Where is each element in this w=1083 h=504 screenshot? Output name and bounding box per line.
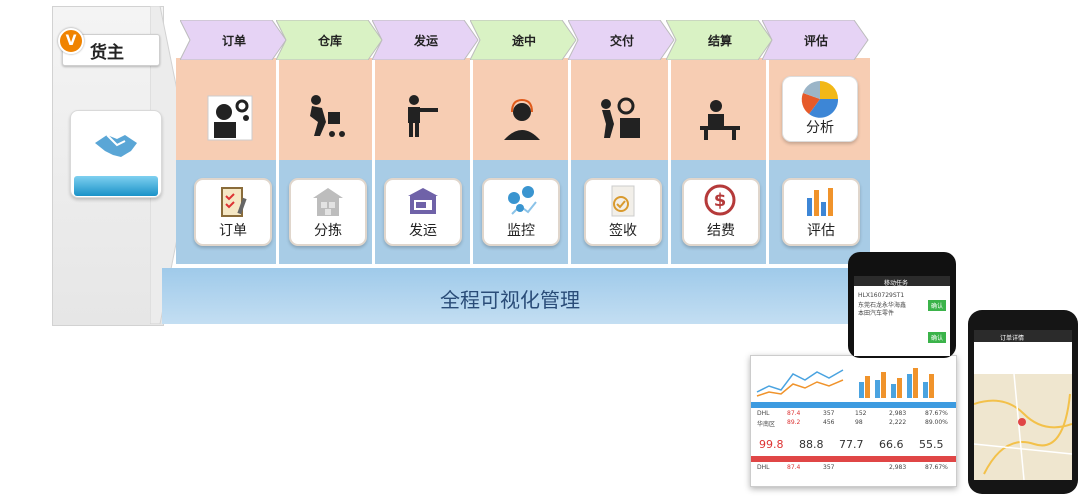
- stat-value: 66.6: [879, 438, 904, 451]
- table-cell: 89.2: [787, 419, 801, 426]
- stage-delivery[interactable]: 交付: [568, 20, 676, 60]
- phone-header: [974, 330, 1072, 342]
- table-cell: 87.4: [787, 410, 801, 417]
- task-id: HLX160729ST1: [858, 292, 905, 299]
- stage-label: 仓库: [317, 34, 342, 48]
- depot-truck-icon: [408, 188, 438, 214]
- stage-warehouse[interactable]: 仓库: [276, 20, 384, 60]
- table-cell: 357: [823, 410, 835, 417]
- stat-value: 77.7: [839, 438, 864, 451]
- table-cell: 152: [855, 410, 867, 417]
- stage-label: 发运: [413, 34, 438, 48]
- column-divider: [668, 58, 671, 264]
- visual-management-banner: [162, 268, 870, 324]
- module-signoff[interactable]: 签收: [584, 178, 662, 246]
- phone-title: 移动任务: [884, 280, 909, 287]
- column-divider: [766, 58, 769, 264]
- phone-title: 订单详情: [1000, 335, 1025, 342]
- confirm-button[interactable]: 确认: [928, 332, 947, 343]
- warehouse-icon: [313, 188, 343, 216]
- bar-chart-thumbnail: [859, 368, 934, 398]
- table-cell: 456: [823, 419, 835, 426]
- table-cell: 98: [855, 419, 863, 426]
- module-label: 结费: [707, 223, 735, 239]
- owner-action-bar[interactable]: [74, 176, 158, 196]
- module-label: 监控: [507, 223, 535, 239]
- dashboard-preview: DHL 87.4 357 152 2,983 87.67% 华南区 89.2 4…: [750, 355, 957, 487]
- stat-value: 88.8: [799, 438, 824, 451]
- module-monitoring[interactable]: 监控: [482, 178, 560, 246]
- table-cell: DHL: [757, 410, 770, 417]
- line-chart-thumbnail: [756, 369, 844, 397]
- confirm-button[interactable]: 确认: [928, 300, 947, 311]
- table-cell: 2,983: [889, 464, 907, 471]
- signed-document-icon: [611, 185, 635, 217]
- module-order[interactable]: 订单: [194, 178, 272, 246]
- analysis-card[interactable]: 分析: [782, 76, 858, 142]
- stage-shipping[interactable]: 发运: [372, 20, 480, 60]
- table-cell: 87.67%: [925, 464, 948, 471]
- module-shipping[interactable]: 发运: [384, 178, 462, 246]
- owner-label: 货主: [90, 43, 124, 63]
- phone-screen-map: 订单详情: [974, 330, 1072, 480]
- stage-label: 订单: [221, 34, 246, 48]
- stage-label: 交付: [609, 34, 634, 48]
- accountant-icon: [700, 100, 740, 140]
- call-center-icon: [504, 98, 540, 140]
- column-divider: [568, 58, 571, 264]
- stage-label: 途中: [511, 34, 536, 48]
- banner-text: 全程可视化管理: [440, 288, 580, 312]
- table-header-bar-red: [751, 456, 956, 462]
- map-view[interactable]: [974, 374, 1072, 480]
- stage-settlement[interactable]: 结算: [666, 20, 774, 60]
- column-divider: [276, 58, 279, 264]
- module-label: 订单: [219, 223, 247, 239]
- order-manager-icon: [207, 95, 253, 141]
- phone-screen: 移动任务 HLX160729ST1 东莞石龙永华海鑫 本田汽车零件 确认 确认: [854, 276, 950, 356]
- stage-label: 评估: [803, 34, 828, 48]
- stage-order[interactable]: 订单: [180, 20, 288, 60]
- handshake-icon: [95, 134, 137, 157]
- delivery-inspector-icon: [601, 97, 640, 138]
- table-cell: DHL: [757, 464, 770, 471]
- svg-text:$: $: [714, 190, 727, 211]
- stat-value: 99.8: [759, 438, 784, 451]
- bar-chart-icon: [807, 188, 833, 216]
- pie-chart-icon: [801, 80, 839, 118]
- stage-in-transit[interactable]: 途中: [470, 20, 578, 60]
- task-route: 东莞石龙永华海鑫: [858, 302, 907, 309]
- column-divider: [372, 58, 375, 264]
- table-cell: 华南区: [757, 421, 776, 428]
- task-cargo: 本田汽车零件: [858, 310, 895, 317]
- table-cell: 89.00%: [925, 419, 948, 426]
- module-label: 签收: [609, 223, 637, 239]
- clipboard-icon: [221, 187, 247, 217]
- location-pins-icon: [508, 186, 537, 215]
- module-evaluation[interactable]: 评估: [782, 178, 860, 246]
- stage-label: 结算: [707, 34, 732, 48]
- module-billing[interactable]: $ 结费: [682, 178, 760, 246]
- table-cell: 357: [823, 464, 835, 471]
- warehouse-worker-icon: [310, 95, 345, 137]
- module-label: 分拣: [314, 223, 342, 239]
- module-label: 发运: [409, 223, 437, 239]
- analysis-label: 分析: [806, 120, 834, 136]
- table-cell: 87.67%: [925, 410, 948, 417]
- module-sorting[interactable]: 分拣: [289, 178, 367, 246]
- stat-value: 55.5: [919, 438, 944, 451]
- table-header-bar: [751, 402, 956, 408]
- stage-evaluation[interactable]: 评估: [762, 20, 870, 60]
- dispatcher-icon: [408, 95, 438, 137]
- brand-logo: V: [58, 28, 84, 54]
- module-label: 评估: [807, 223, 835, 239]
- table-cell: 2,983: [889, 410, 907, 417]
- table-cell: 87.4: [787, 464, 801, 471]
- column-divider: [470, 58, 473, 264]
- dollar-coin-icon: $: [704, 184, 736, 216]
- table-cell: 2,222: [889, 419, 907, 426]
- phone-header: [854, 276, 950, 286]
